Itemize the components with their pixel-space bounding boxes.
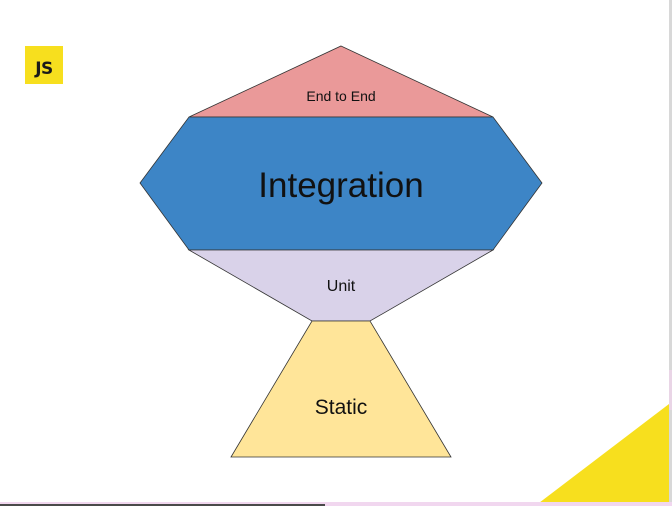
unit-label: Unit xyxy=(327,278,356,295)
bottom-bar xyxy=(0,502,672,506)
static-label: Static xyxy=(315,396,368,419)
end-to-end-layer xyxy=(188,45,494,118)
integration-label: Integration xyxy=(258,166,423,205)
corner-accent xyxy=(535,404,669,506)
end-to-end-label: End to End xyxy=(306,88,375,104)
bottom-bar-dark xyxy=(0,504,325,506)
static-layer xyxy=(230,320,452,458)
js-logo: JS xyxy=(25,46,63,84)
right-edge-accent xyxy=(669,370,672,410)
right-edge-line xyxy=(669,0,672,506)
